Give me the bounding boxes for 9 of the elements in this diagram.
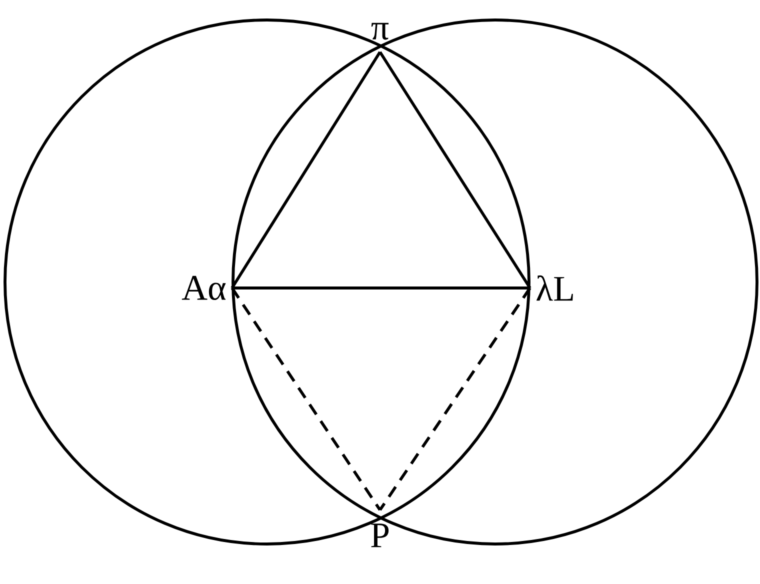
line bbox=[230, 287, 382, 511]
point-label: λL bbox=[536, 275, 573, 301]
line bbox=[378, 287, 532, 511]
line bbox=[230, 51, 382, 289]
line bbox=[232, 286, 530, 290]
point-label: P bbox=[371, 524, 389, 548]
line bbox=[378, 51, 532, 289]
point-label: Aα bbox=[182, 276, 226, 300]
point-label: π bbox=[371, 22, 389, 40]
